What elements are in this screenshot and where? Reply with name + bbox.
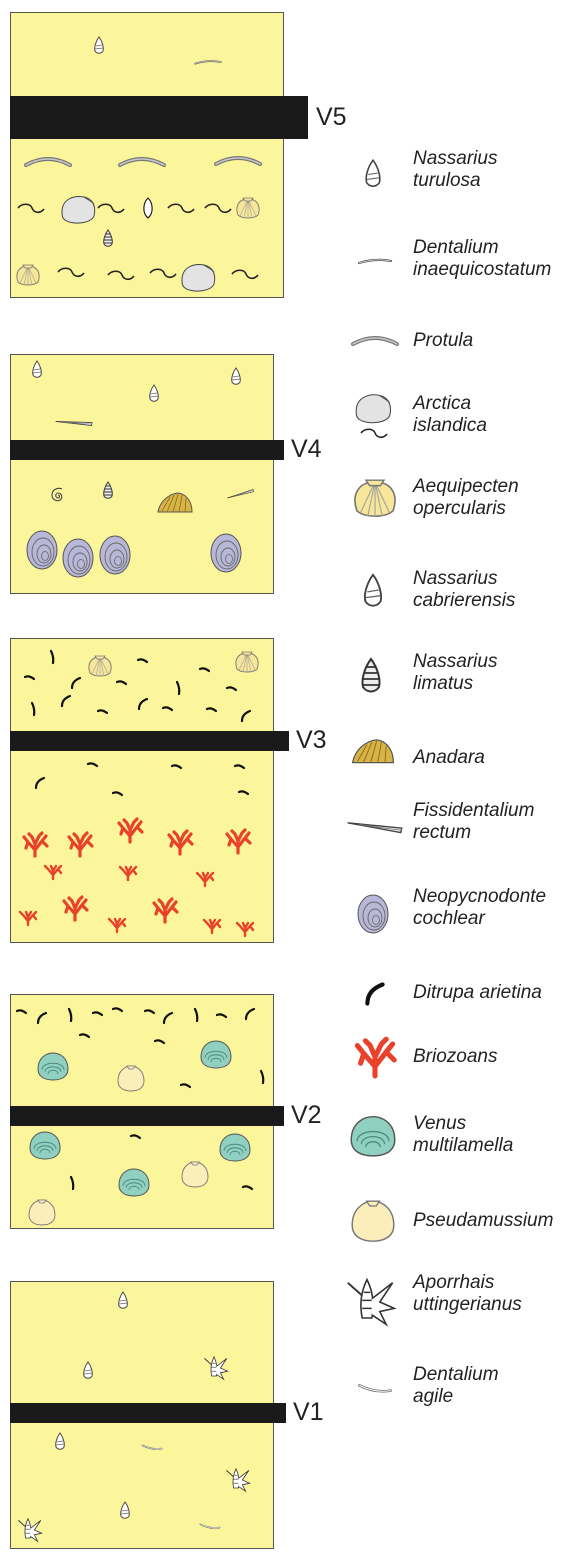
section-v4-panel [10, 354, 274, 594]
legend-item-dentalium-inaequicostatum: Dentalium inaequicostatum [345, 237, 585, 307]
legend-label-line: opercularis [413, 498, 519, 520]
legend-label-line: Fissidentalium [413, 800, 534, 822]
legend-item-protula: Protula [345, 318, 585, 388]
section-v1-marker-bar [10, 1403, 286, 1423]
legend-label-line: Neopycnodonte [413, 886, 546, 908]
legend-label-line: Arctica [413, 393, 487, 415]
legend-item-ditrupa-arietina: Ditrupa arietina [345, 970, 585, 1040]
legend-label-line: rectum [413, 822, 534, 844]
legend-label-line: Aequipecten [413, 476, 519, 498]
section-v5-panel [10, 12, 284, 298]
legend-label-line: limatus [413, 673, 497, 695]
arctica-clam-icon [345, 393, 405, 443]
legend-label-line: islandica [413, 415, 487, 437]
protula-tube-icon [345, 318, 405, 368]
legend-label-line: uttingerianus [413, 1294, 522, 1316]
ditrupa-tube-icon [345, 970, 405, 1010]
pseudamussium-shell-icon [345, 1198, 405, 1248]
section-v3-marker-bar [10, 731, 289, 751]
aporrhais-shell-icon [345, 1272, 405, 1332]
nassarius-cabrierensis-icon [345, 568, 405, 618]
venus-clam-icon [345, 1113, 405, 1163]
neopycnodonte-oyster-icon [345, 886, 405, 946]
legend-label-line: cabrierensis [413, 590, 515, 612]
nassarius-limatus-icon [345, 651, 405, 701]
legend-label-line: Dentalium [413, 237, 551, 259]
legend-item-pseudamussium: Pseudamussium [345, 1198, 585, 1268]
legend-item-nassarius-turulosa: Nassarius turulosa [345, 148, 585, 218]
legend-label-line: Venus [413, 1113, 513, 1135]
anadara-shell-icon [345, 735, 405, 785]
legend-label-line: inaequicostatum [413, 259, 551, 281]
bryozoan-icon [345, 1034, 405, 1084]
legend-item-aporrhais-uttingerianus: Aporrhais uttingerianus [345, 1272, 585, 1342]
legend-label-line: multilamella [413, 1135, 513, 1157]
dentalium-tusk-icon [345, 237, 405, 287]
legend-item-aequipecten-opercularis: Aequipecten opercularis [345, 476, 585, 546]
legend-label-line: Nassarius [413, 651, 497, 673]
aequipecten-scallop-icon [345, 476, 405, 526]
legend-label-line: Briozoans [413, 1046, 498, 1068]
legend-label-line: turulosa [413, 170, 497, 192]
legend-item-venus-multilamella: Venus multilamella [345, 1113, 585, 1183]
section-v5-level-label: V5 [316, 105, 347, 130]
section-v3-level-label: V3 [296, 728, 327, 753]
section-v4-marker-bar [10, 440, 284, 460]
legend-item-nassarius-cabrierensis: Nassarius cabrierensis [345, 568, 585, 638]
legend-label-line: Pseudamussium [413, 1210, 553, 1232]
section-v3-panel [10, 638, 274, 943]
legend-item-fissidentalium-rectum: Fissidentalium rectum [345, 800, 585, 870]
section-v2-marker-bar [10, 1106, 284, 1126]
legend-label-line: Dentalium [413, 1364, 499, 1386]
legend-label-line: Ditrupa arietina [413, 982, 542, 1004]
legend-item-nassarius-limatus: Nassarius limatus [345, 651, 585, 721]
legend-label-line: Protula [413, 330, 473, 352]
legend-item-dentalium-agile: Dentalium agile [345, 1364, 585, 1434]
legend-label-line: agile [413, 1386, 499, 1408]
legend-label-line: Nassarius [413, 148, 497, 170]
legend-item-briozoans: Briozoans [345, 1034, 585, 1104]
dentalium-agile-icon [345, 1364, 405, 1414]
legend-item-arctica-islandica: Arctica islandica [345, 393, 585, 463]
legend-item-anadara: Anadara [345, 735, 585, 805]
legend-item-neopycnodonte-cochlear: Neopycnodonte cochlear [345, 886, 585, 956]
section-v5-marker-bar [10, 96, 308, 139]
legend-label-line: Nassarius [413, 568, 515, 590]
nassarius-shell-icon [345, 148, 405, 198]
legend-label-line: cochlear [413, 908, 546, 930]
section-v2-level-label: V2 [291, 1103, 322, 1128]
legend-label-line: Anadara [413, 747, 485, 769]
section-v4-level-label: V4 [291, 437, 322, 462]
section-v1-level-label: V1 [293, 1400, 324, 1425]
legend-label-line: Aporrhais [413, 1272, 522, 1294]
fissidentalium-tusk-icon [345, 800, 405, 850]
